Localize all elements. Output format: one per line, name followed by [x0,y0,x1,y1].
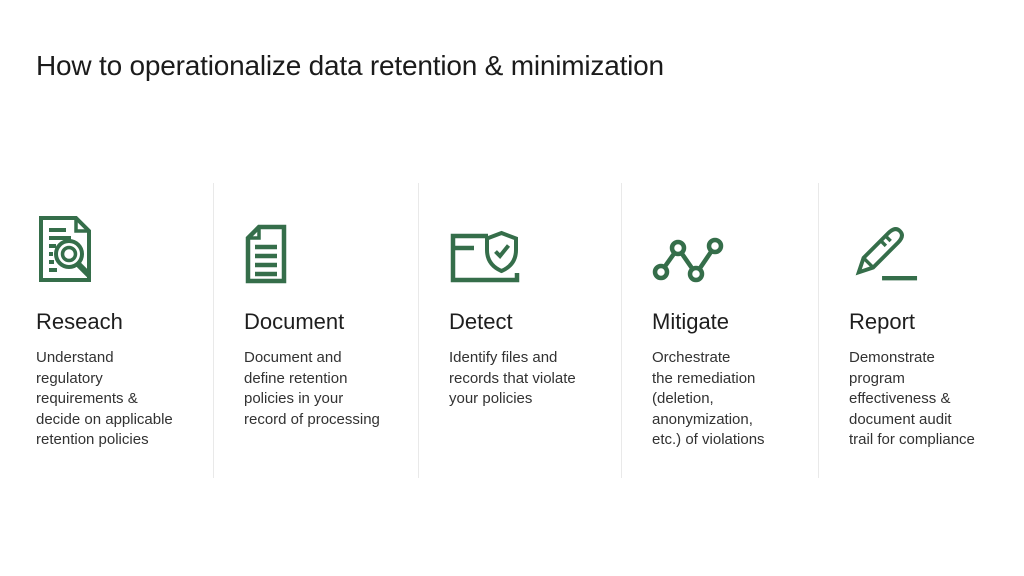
step-research: Reseach Understand regulatory requiremen… [36,183,213,478]
files-shield-check-icon [449,211,621,285]
step-detect: Detect Identify files and records that v… [418,183,621,478]
document-lines-icon [244,211,418,285]
page-title: How to operationalize data retention & m… [36,50,664,81]
step-description: Demonstrate program effectiveness & docu… [849,349,975,448]
step-mitigate: Mitigate Orchestrate the remediation (de… [621,183,818,478]
step-title: Document [244,309,345,334]
step-title: Mitigate [652,309,730,334]
step-description: Orchestrate the remediation (deletion, a… [652,349,765,448]
step-title: Reseach [36,309,123,334]
research-document-magnifier-icon [36,211,213,285]
step-description: Document and define retention policies i… [244,349,380,428]
steps-grid: Reseach Understand regulatory requiremen… [36,183,988,478]
step-report: Report Demonstrate program effectiveness… [818,183,988,478]
step-description: Identify files and records that violate … [449,349,576,407]
pencil-underline-icon [849,211,988,285]
step-title: Report [849,309,916,334]
step-description: Understand regulatory requirements & dec… [36,349,173,448]
connected-nodes-icon [652,211,818,285]
step-title: Detect [449,309,513,334]
step-document: Document Document and define retention p… [213,183,418,478]
